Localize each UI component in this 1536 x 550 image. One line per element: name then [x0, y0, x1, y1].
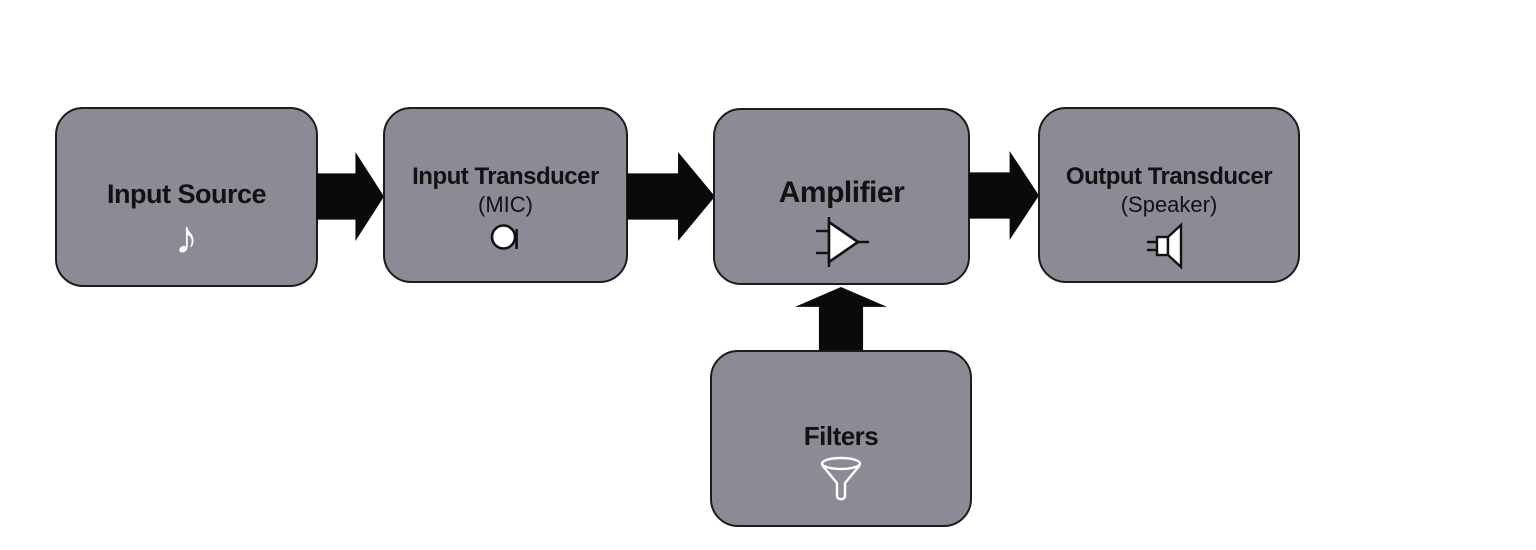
- block-input-transducer: Input Transducer (MIC): [383, 107, 628, 283]
- block-title: Input Transducer: [412, 163, 599, 190]
- block-title: Filters: [803, 421, 879, 451]
- music-note-icon: ♪: [175, 211, 198, 264]
- arrow-input-source-to-input-transducer: [316, 152, 384, 241]
- block-title: Amplifier: [778, 176, 905, 209]
- block-output-transducer: Output Transducer (Speaker): [1038, 107, 1300, 283]
- block-subtitle: (Speaker): [1120, 191, 1218, 217]
- block-subtitle: (MIC): [478, 191, 533, 217]
- block-input-source: Input Source ♪: [55, 107, 318, 287]
- block-filters: Filters: [710, 350, 972, 527]
- funnel-icon: [817, 456, 865, 502]
- speaker-icon: [1143, 222, 1195, 270]
- arrow-amplifier-to-output-transducer: [969, 151, 1039, 240]
- arrow-input-transducer-to-amplifier: [627, 152, 715, 241]
- microphone-icon: [490, 222, 522, 252]
- block-title: Output Transducer: [1065, 163, 1273, 190]
- arrow-filters-to-amplifier: [795, 287, 887, 351]
- op-amp-icon: [813, 215, 871, 269]
- block-title: Input Source: [106, 179, 267, 209]
- block-amplifier: Amplifier: [713, 108, 970, 285]
